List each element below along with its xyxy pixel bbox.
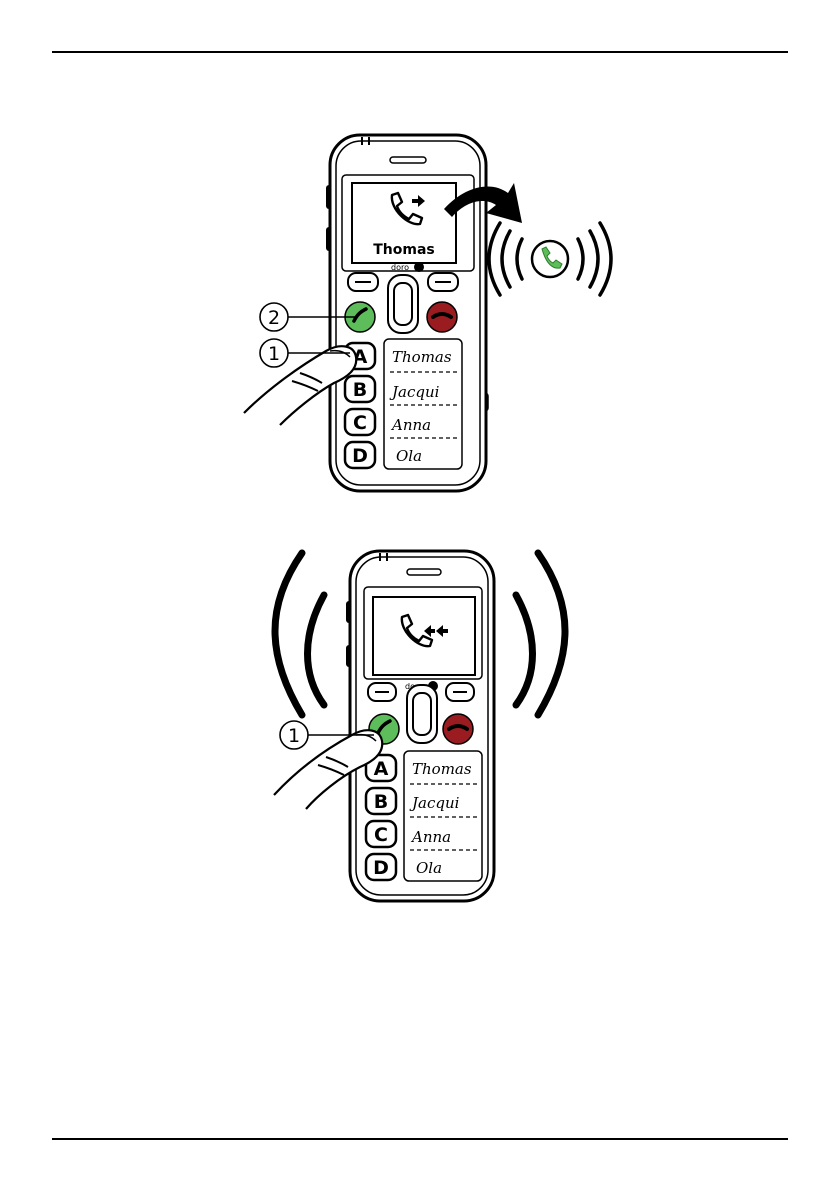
name-card-entry-4: Ola (396, 447, 422, 465)
ring-wave-right-inner (516, 595, 533, 705)
memory-key-c-label: C (353, 412, 367, 434)
ring-wave-left-outer (275, 553, 302, 715)
ring-wave-left-inner (308, 595, 325, 705)
ringing-phone-icon (489, 223, 611, 295)
memory-key-d-label: D (352, 445, 368, 467)
screen-contact-name: Thomas (373, 242, 435, 258)
memory-key-a-label: A (374, 758, 389, 780)
incoming-call-illustration: doro A B C D Thomas Jacqui Anna Ola 1 (262, 545, 582, 905)
memory-key-d-label: D (373, 857, 389, 879)
memory-key-c[interactable]: C (366, 821, 396, 847)
callout-1-label: 1 (268, 343, 280, 365)
memory-key-b-label: B (374, 791, 388, 813)
brand-logo-mark (414, 262, 424, 272)
memory-key-c-label: C (374, 824, 388, 846)
memory-key-d[interactable]: D (345, 442, 375, 468)
ring-wave-right-outer (538, 553, 565, 715)
name-card-entry-3: Anna (410, 828, 451, 846)
callout-2-label: 2 (268, 307, 280, 329)
bottom-rule (52, 1138, 788, 1140)
brand-logo-text: doro (391, 263, 409, 272)
name-card-entry-2: Jacqui (409, 794, 460, 812)
name-card-entry-4: Ola (416, 859, 442, 877)
memory-key-b[interactable]: B (345, 376, 375, 402)
memory-key-b[interactable]: B (366, 788, 396, 814)
name-card-entry-1: Thomas (392, 348, 452, 366)
name-card-entry-2: Jacqui (389, 383, 440, 401)
outgoing-call-illustration: Thomas doro A B C D Thomas Jacqui Anna O… (230, 125, 620, 495)
name-card-entry-1: Thomas (412, 760, 472, 778)
name-card-entry-3: Anna (390, 416, 431, 434)
top-rule (52, 51, 788, 53)
callout-1-label: 1 (288, 725, 300, 747)
memory-key-c[interactable]: C (345, 409, 375, 435)
memory-key-b-label: B (353, 379, 367, 401)
memory-key-d[interactable]: D (366, 854, 396, 880)
